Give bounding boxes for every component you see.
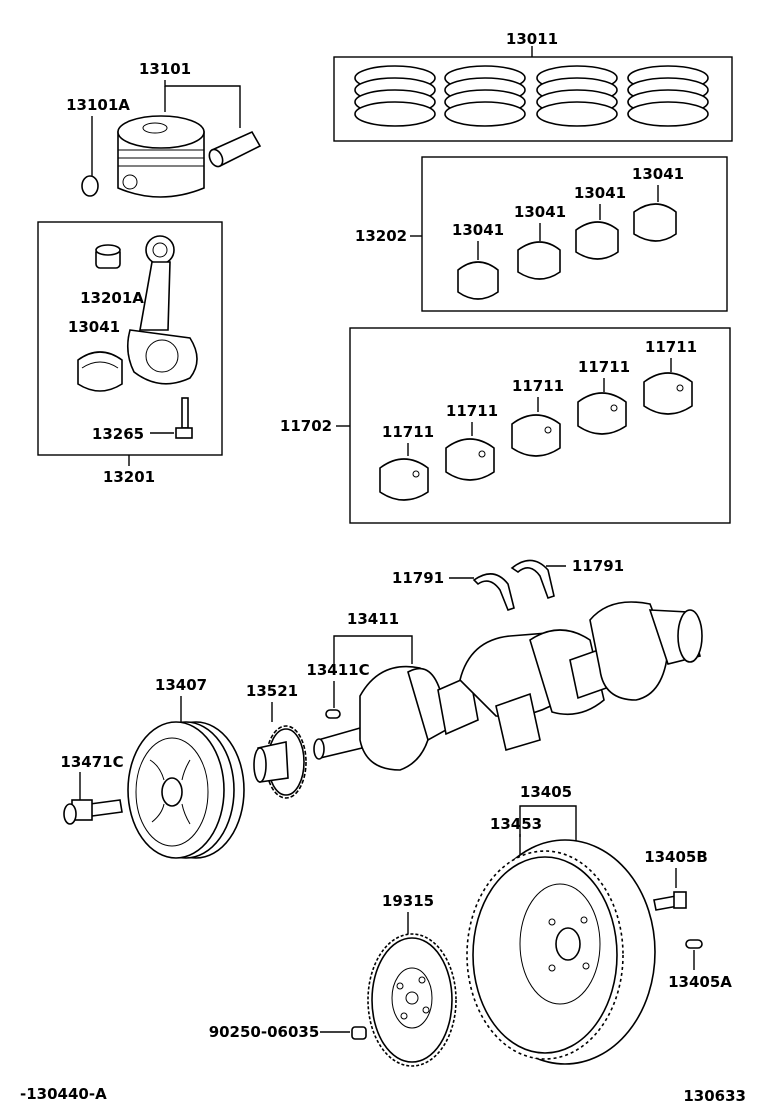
label-13041-rod[interactable]: 13041 (68, 318, 120, 336)
crank-pin-bearing-group: 13202 13041 13041 13041 13041 (355, 156, 728, 312)
flywheel-bolt-icon (653, 891, 687, 911)
label-13405B[interactable]: 13405B (644, 848, 708, 866)
label-11791-right[interactable]: 11791 (572, 557, 624, 575)
label-11791-left[interactable]: 11791 (392, 569, 444, 587)
plug-icon (351, 1026, 367, 1040)
label-11711-1[interactable]: 11711 (382, 423, 434, 441)
label-13041-3[interactable]: 13041 (574, 184, 626, 202)
label-13202[interactable]: 13202 (355, 227, 407, 245)
upper-rod-bearing-icon (457, 203, 677, 300)
label-13201A[interactable]: 13201A (80, 289, 144, 307)
rod-bolt-icon (175, 397, 193, 439)
label-13407[interactable]: 13407 (155, 676, 207, 694)
thrust-washer-group: 11791 11791 (392, 557, 624, 611)
crankshaft-pulley-group: 13407 (127, 676, 245, 859)
label-13411[interactable]: 13411 (347, 610, 399, 628)
label-13411C[interactable]: 13411C (306, 661, 369, 679)
plug-group: 90250-06035 (209, 1023, 367, 1041)
label-11702[interactable]: 11702 (280, 417, 332, 435)
piston-ring-set-group: 13011 (333, 30, 733, 142)
footer-right-code: 130633 (683, 1087, 746, 1105)
flywheel-bolt-group: 13405B (644, 848, 708, 911)
label-13041-2[interactable]: 13041 (514, 203, 566, 221)
label-13041-4[interactable]: 13041 (632, 165, 684, 183)
pulley-bolt-icon (63, 799, 123, 825)
label-13405[interactable]: 13405 (520, 783, 572, 801)
label-13011[interactable]: 13011 (506, 30, 558, 48)
footer-left-code: -130440-A (20, 1085, 107, 1103)
main-bearing-group: 11702 11711 11711 11711 11711 11711 (280, 327, 731, 524)
thrust-washer-icon (472, 573, 515, 611)
connecting-rod-icon (126, 235, 198, 385)
label-13405A[interactable]: 13405A (668, 973, 732, 991)
label-13453[interactable]: 13453 (490, 815, 542, 833)
label-11711-3[interactable]: 11711 (512, 377, 564, 395)
timing-gear-group: 13521 (246, 682, 307, 799)
crankshaft-icon (313, 601, 703, 771)
label-11711-2[interactable]: 11711 (446, 402, 498, 420)
piston-group: 13101 13101A (66, 60, 262, 198)
label-13265[interactable]: 13265 (92, 425, 144, 443)
flywheel-icon (466, 839, 656, 1065)
woodruff-key-icon (325, 709, 341, 719)
label-11711-4[interactable]: 11711 (578, 358, 630, 376)
label-13471C[interactable]: 13471C (60, 753, 123, 771)
rod-bearing-icon (77, 351, 123, 392)
piston-ring-set-icon (354, 65, 709, 127)
connecting-rod-group: 13201 13201A 13041 13265 (37, 221, 223, 486)
pulley-bolt-group: 13471C (60, 753, 124, 825)
label-13521[interactable]: 13521 (246, 682, 298, 700)
thrust-washer-icon (510, 559, 555, 600)
piston-icon (117, 115, 205, 198)
label-90250-06035[interactable]: 90250-06035 (209, 1023, 320, 1041)
knock-pin-group: 13405A (668, 939, 732, 991)
label-13101[interactable]: 13101 (139, 60, 191, 78)
knock-pin-icon (685, 939, 703, 949)
main-bearing-icon (379, 372, 693, 501)
drive-plate-group: 19315 (367, 892, 457, 1067)
snap-ring-icon (81, 175, 99, 197)
timing-gear-icon (253, 725, 307, 799)
crankshaft-pulley-icon (127, 721, 245, 859)
label-13101A[interactable]: 13101A (66, 96, 130, 114)
label-19315[interactable]: 19315 (382, 892, 434, 910)
label-11711-5[interactable]: 11711 (645, 338, 697, 356)
drive-plate-icon (367, 933, 457, 1067)
label-13201[interactable]: 13201 (103, 468, 155, 486)
piston-pin-icon (208, 130, 262, 168)
label-13041-1[interactable]: 13041 (452, 221, 504, 239)
flywheel-group: 13405 13453 (466, 783, 656, 1065)
crankshaft-group: 13411 13411C (306, 601, 703, 771)
small-end-bushing-icon (95, 244, 121, 269)
